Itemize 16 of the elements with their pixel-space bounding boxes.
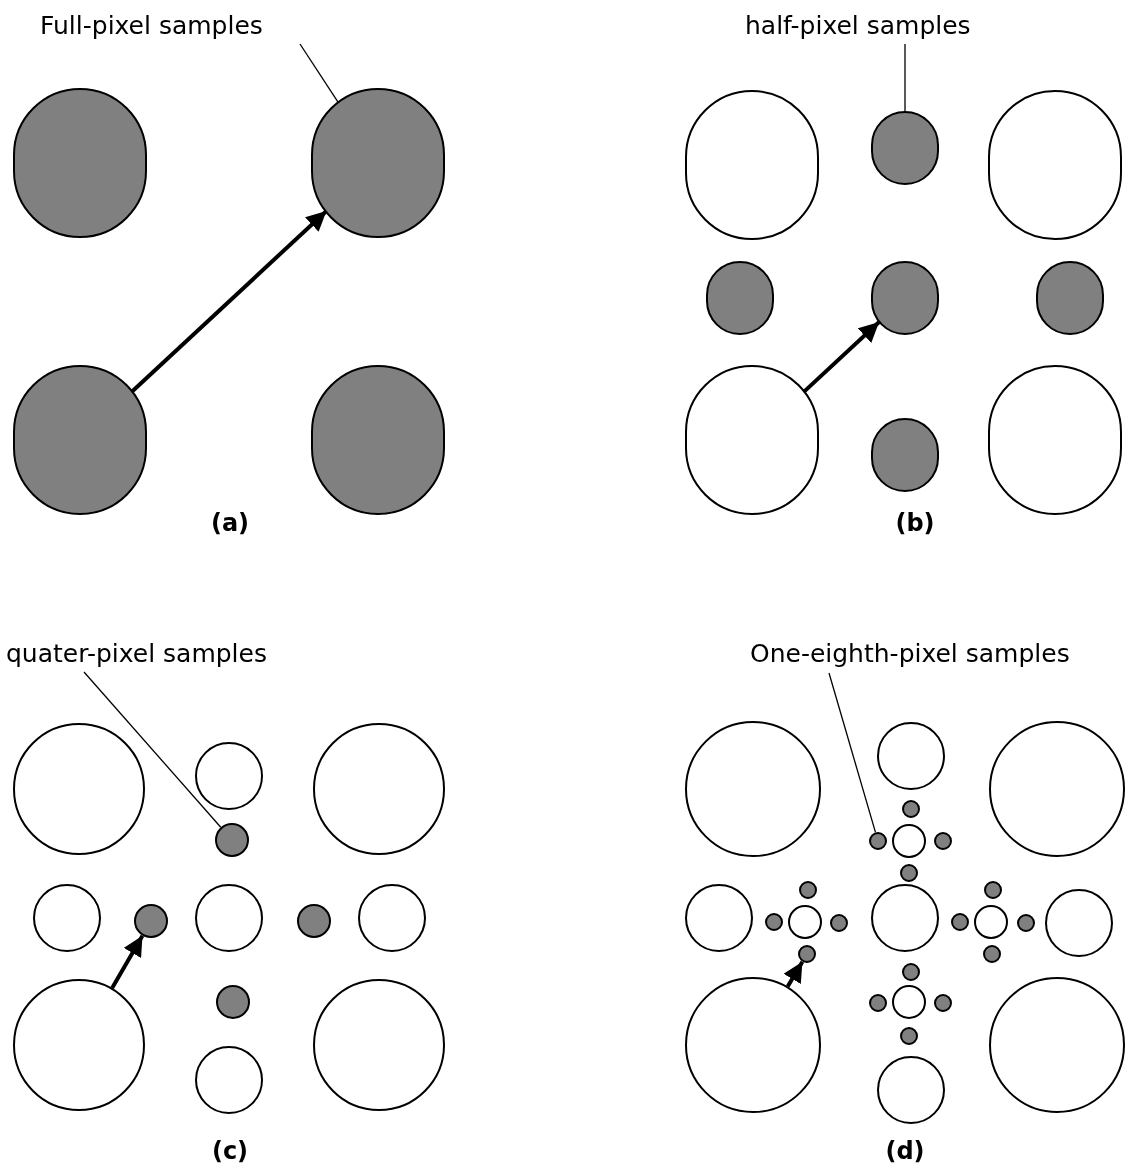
leader-line (299, 43, 339, 104)
leader-label: quater-pixel samples (6, 638, 267, 670)
leader-label: Full-pixel samples (40, 10, 263, 42)
leader-label: One-eighth-pixel samples (750, 638, 1070, 670)
panel-label: (a) (210, 508, 250, 538)
panel-label: (b) (895, 508, 935, 538)
leader-label: half-pixel samples (745, 10, 971, 42)
leader-line (904, 43, 906, 112)
panel-label: (d) (885, 1136, 925, 1166)
leader-line (83, 671, 222, 828)
leader-line (828, 672, 877, 833)
arrow (783, 960, 805, 988)
panel-label: (c) (211, 1136, 249, 1166)
arrow (130, 209, 328, 394)
arrow (110, 934, 145, 989)
arrow (802, 320, 881, 394)
